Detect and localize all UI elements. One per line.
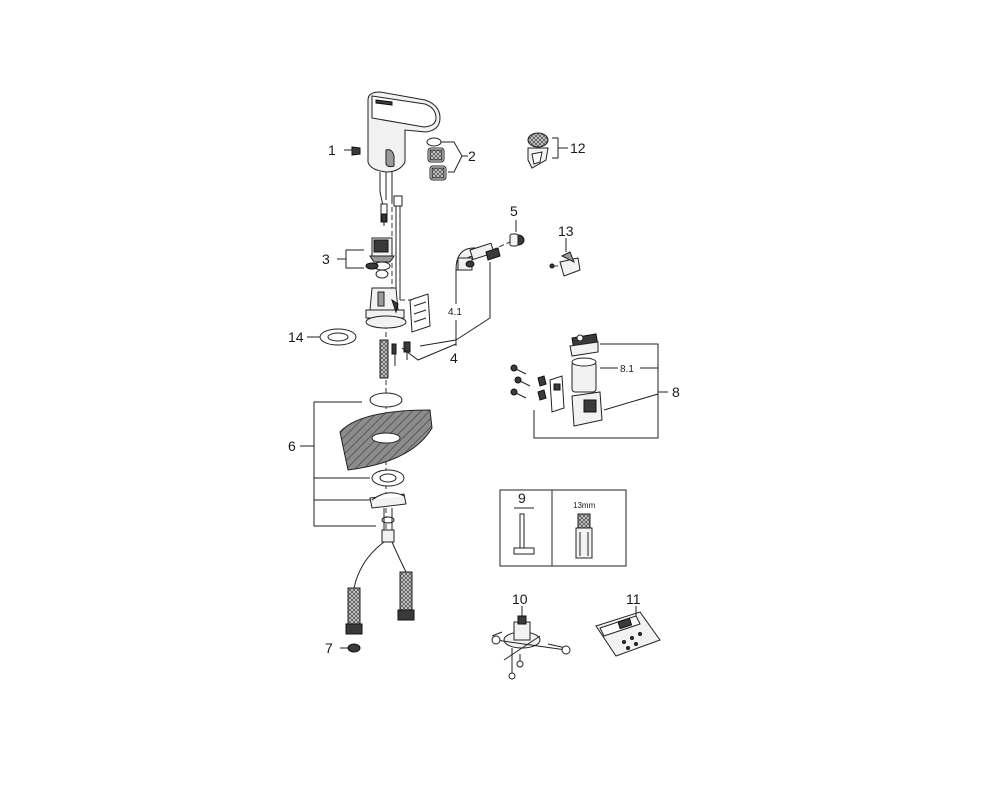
mounting-body [365, 287, 407, 329]
part-2-aerator-set: 2 [426, 137, 476, 181]
callout-13: 13 [558, 223, 574, 239]
part-10-mounting-tool: 10 [491, 591, 571, 680]
part-11-remote-control: 11 [595, 591, 661, 657]
callout-9: 9 [518, 490, 526, 506]
callout-5: 5 [510, 203, 518, 219]
callout-10: 10 [512, 591, 528, 607]
sensor-cable [379, 191, 403, 300]
callout-8-1: 8.1 [620, 364, 634, 375]
callout-7: 7 [325, 640, 333, 656]
fixing-screws [510, 364, 547, 401]
callout-2: 2 [468, 148, 476, 164]
part-5-cap: 5 [509, 203, 525, 247]
part-14-base-gasket: 14 [288, 328, 357, 346]
callout-14: 14 [288, 329, 304, 345]
remote-buttons [622, 632, 642, 650]
part-13-lever: 13 [549, 223, 581, 277]
faucet-spout [367, 91, 441, 202]
part-3-solenoid-valve: 3 [322, 237, 395, 279]
callout-11: 11 [626, 591, 641, 607]
threaded-rod [379, 339, 411, 379]
callout-4-1: 4.1 [448, 307, 462, 318]
callout-8: 8 [672, 384, 680, 400]
inlet-elbow [455, 241, 511, 271]
supply-hoses [345, 541, 415, 635]
callout-12: 12 [570, 140, 586, 156]
callout-1: 1 [328, 142, 336, 158]
part-8-battery-box: 8.1 8 [510, 333, 680, 439]
callout-6: 6 [288, 438, 296, 454]
part-7-filter: 7 [325, 640, 361, 656]
part-6-mounting-set: 6 [288, 392, 433, 543]
part-9-tool-box: 9 13mm [499, 489, 627, 567]
part-12-aerator-key: 12 [527, 132, 586, 169]
part-4-mounting-bracket: 4.1 4 [400, 262, 491, 366]
part-1-set-screw: 1 [328, 142, 361, 158]
tool-size-label: 13mm [573, 501, 596, 510]
callout-3: 3 [322, 251, 330, 267]
callout-4: 4 [450, 350, 458, 366]
